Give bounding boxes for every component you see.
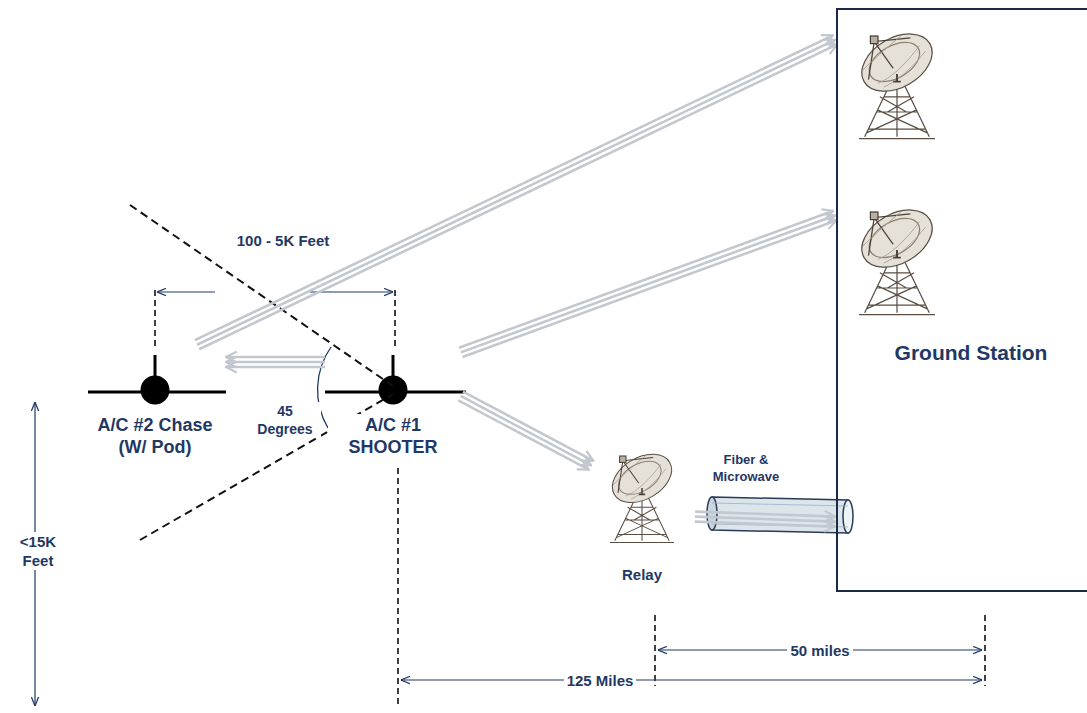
edge-label: Fiber & Microwave <box>703 451 789 485</box>
aircraft-node: A/C #2 Chase (W/ Pod) <box>85 346 225 462</box>
node-label: Ground Station <box>847 340 1087 366</box>
dimension-label: 100 - 5K Feet <box>213 231 353 250</box>
node-label: Relay <box>592 566 692 584</box>
relay-node: Relay <box>592 436 692 588</box>
aircraft-symbol <box>88 355 226 403</box>
signal-line <box>226 361 325 364</box>
signal-line <box>199 44 837 349</box>
angle-line <box>130 205 393 540</box>
signal-line <box>461 396 591 465</box>
dimension-arrow <box>35 292 982 706</box>
antenna-dish <box>852 22 943 138</box>
edge-label: Fiber & Microwave <box>703 451 789 485</box>
ground-station-box: Ground Station <box>836 8 1087 592</box>
signal-line <box>197 40 835 345</box>
dimension-label: 50 miles <box>787 641 852 660</box>
node-label: A/C #2 Chase (W/ Pod) <box>85 414 225 458</box>
dimension-label: 50 miles <box>775 641 865 660</box>
signal-line <box>226 356 325 359</box>
signal-line <box>695 522 835 527</box>
angle-label: 45 Degrees <box>249 402 321 438</box>
dimension-label: <15K Feet <box>12 532 64 570</box>
signal-line <box>459 211 833 348</box>
dimension-label: 125 Miles <box>564 671 637 690</box>
signal-link <box>195 35 837 349</box>
signal-line <box>226 366 325 369</box>
signal-line <box>463 220 837 357</box>
antenna-dish <box>852 198 943 314</box>
antenna-dish <box>604 444 680 542</box>
signal-line <box>695 517 835 522</box>
dimension-label: 125 Miles <box>550 671 650 690</box>
node-label: A/C #1 SHOOTER <box>328 414 458 458</box>
aircraft-symbol <box>325 355 466 403</box>
signal-line <box>463 392 593 461</box>
signal-line <box>195 35 833 340</box>
dimension-label: <15K Feet <box>12 532 64 570</box>
aircraft-node: A/C #1 SHOOTER <box>328 346 458 462</box>
signal-link <box>459 211 837 357</box>
dimension-label: 100 - 5K Feet <box>234 231 333 250</box>
signal-line <box>695 512 835 517</box>
signal-link <box>458 392 593 470</box>
signal-line <box>461 215 835 352</box>
signal-link <box>695 512 835 527</box>
angle-label: 45 Degrees <box>249 402 321 438</box>
signal-link <box>226 357 325 367</box>
signal-line <box>458 400 588 469</box>
